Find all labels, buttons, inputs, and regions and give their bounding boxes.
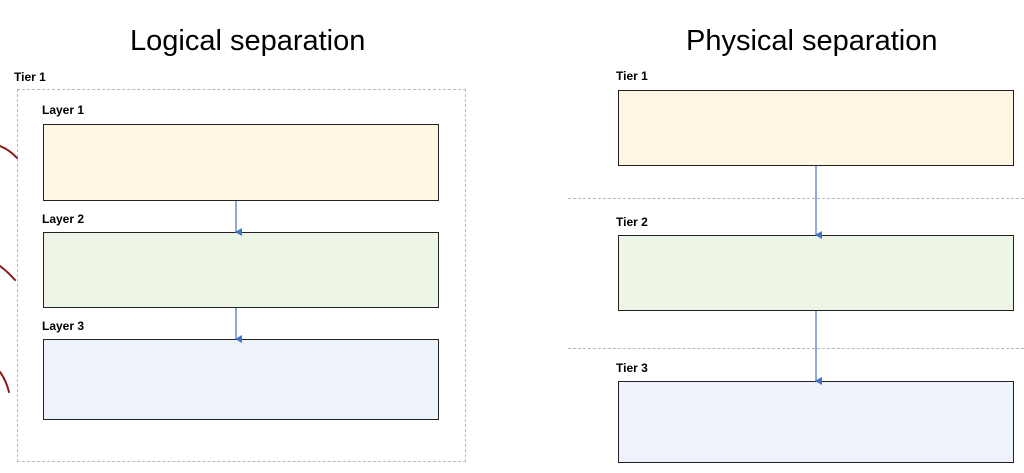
tier-divider-1 bbox=[568, 198, 1024, 199]
layer-2-box bbox=[43, 232, 439, 308]
logical-tier-1-frame bbox=[17, 89, 466, 462]
logical-tier-1-label: Tier 1 bbox=[14, 70, 46, 84]
layer-1-label: Layer 1 bbox=[42, 103, 85, 117]
physical-tier-2-box bbox=[618, 235, 1014, 311]
logical-separation-title: Logical separation bbox=[130, 25, 366, 57]
annotation-mark-2 bbox=[0, 265, 16, 281]
layer-1-box bbox=[43, 124, 439, 201]
tier-divider-2 bbox=[568, 348, 1024, 349]
physical-tier-1-box bbox=[618, 90, 1014, 166]
annotation-mark-1 bbox=[0, 145, 18, 159]
layer-2-label: Layer 2 bbox=[42, 212, 85, 226]
annotation-marks bbox=[0, 145, 18, 393]
physical-tier-1-label: Tier 1 bbox=[616, 69, 648, 83]
physical-separation-title: Physical separation bbox=[686, 25, 938, 57]
annotation-mark-3 bbox=[0, 371, 10, 393]
physical-tier-2-label: Tier 2 bbox=[616, 215, 648, 229]
layer-3-label: Layer 3 bbox=[42, 319, 85, 333]
physical-tier-3-label: Tier 3 bbox=[616, 361, 648, 375]
